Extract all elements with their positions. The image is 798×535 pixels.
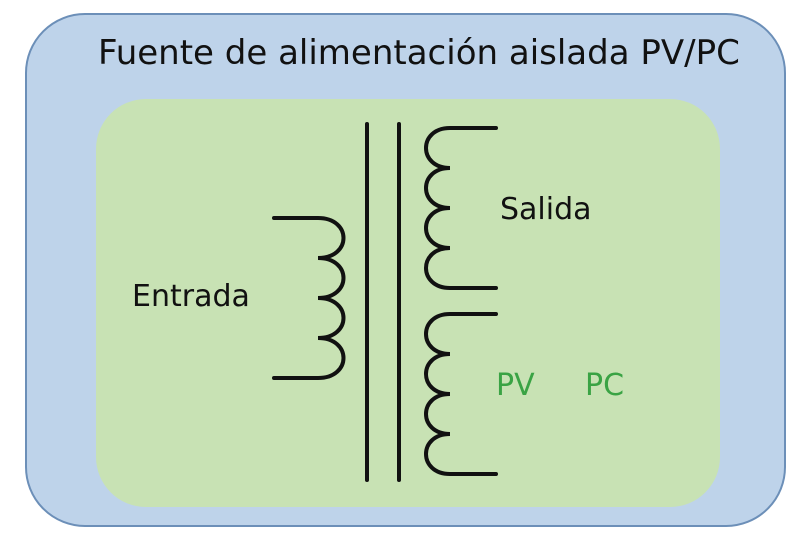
pc-label: PC — [585, 368, 625, 403]
input-label: Entrada — [132, 279, 250, 314]
diagram-title: Fuente de alimentación aislada PV/PC — [98, 33, 740, 73]
secondary-winding-top — [424, 126, 498, 290]
inner-panel — [96, 99, 720, 507]
primary-winding — [272, 216, 346, 380]
secondary-winding-bottom — [424, 312, 498, 476]
pv-label: PV — [496, 368, 535, 403]
output-label: Salida — [500, 192, 592, 227]
